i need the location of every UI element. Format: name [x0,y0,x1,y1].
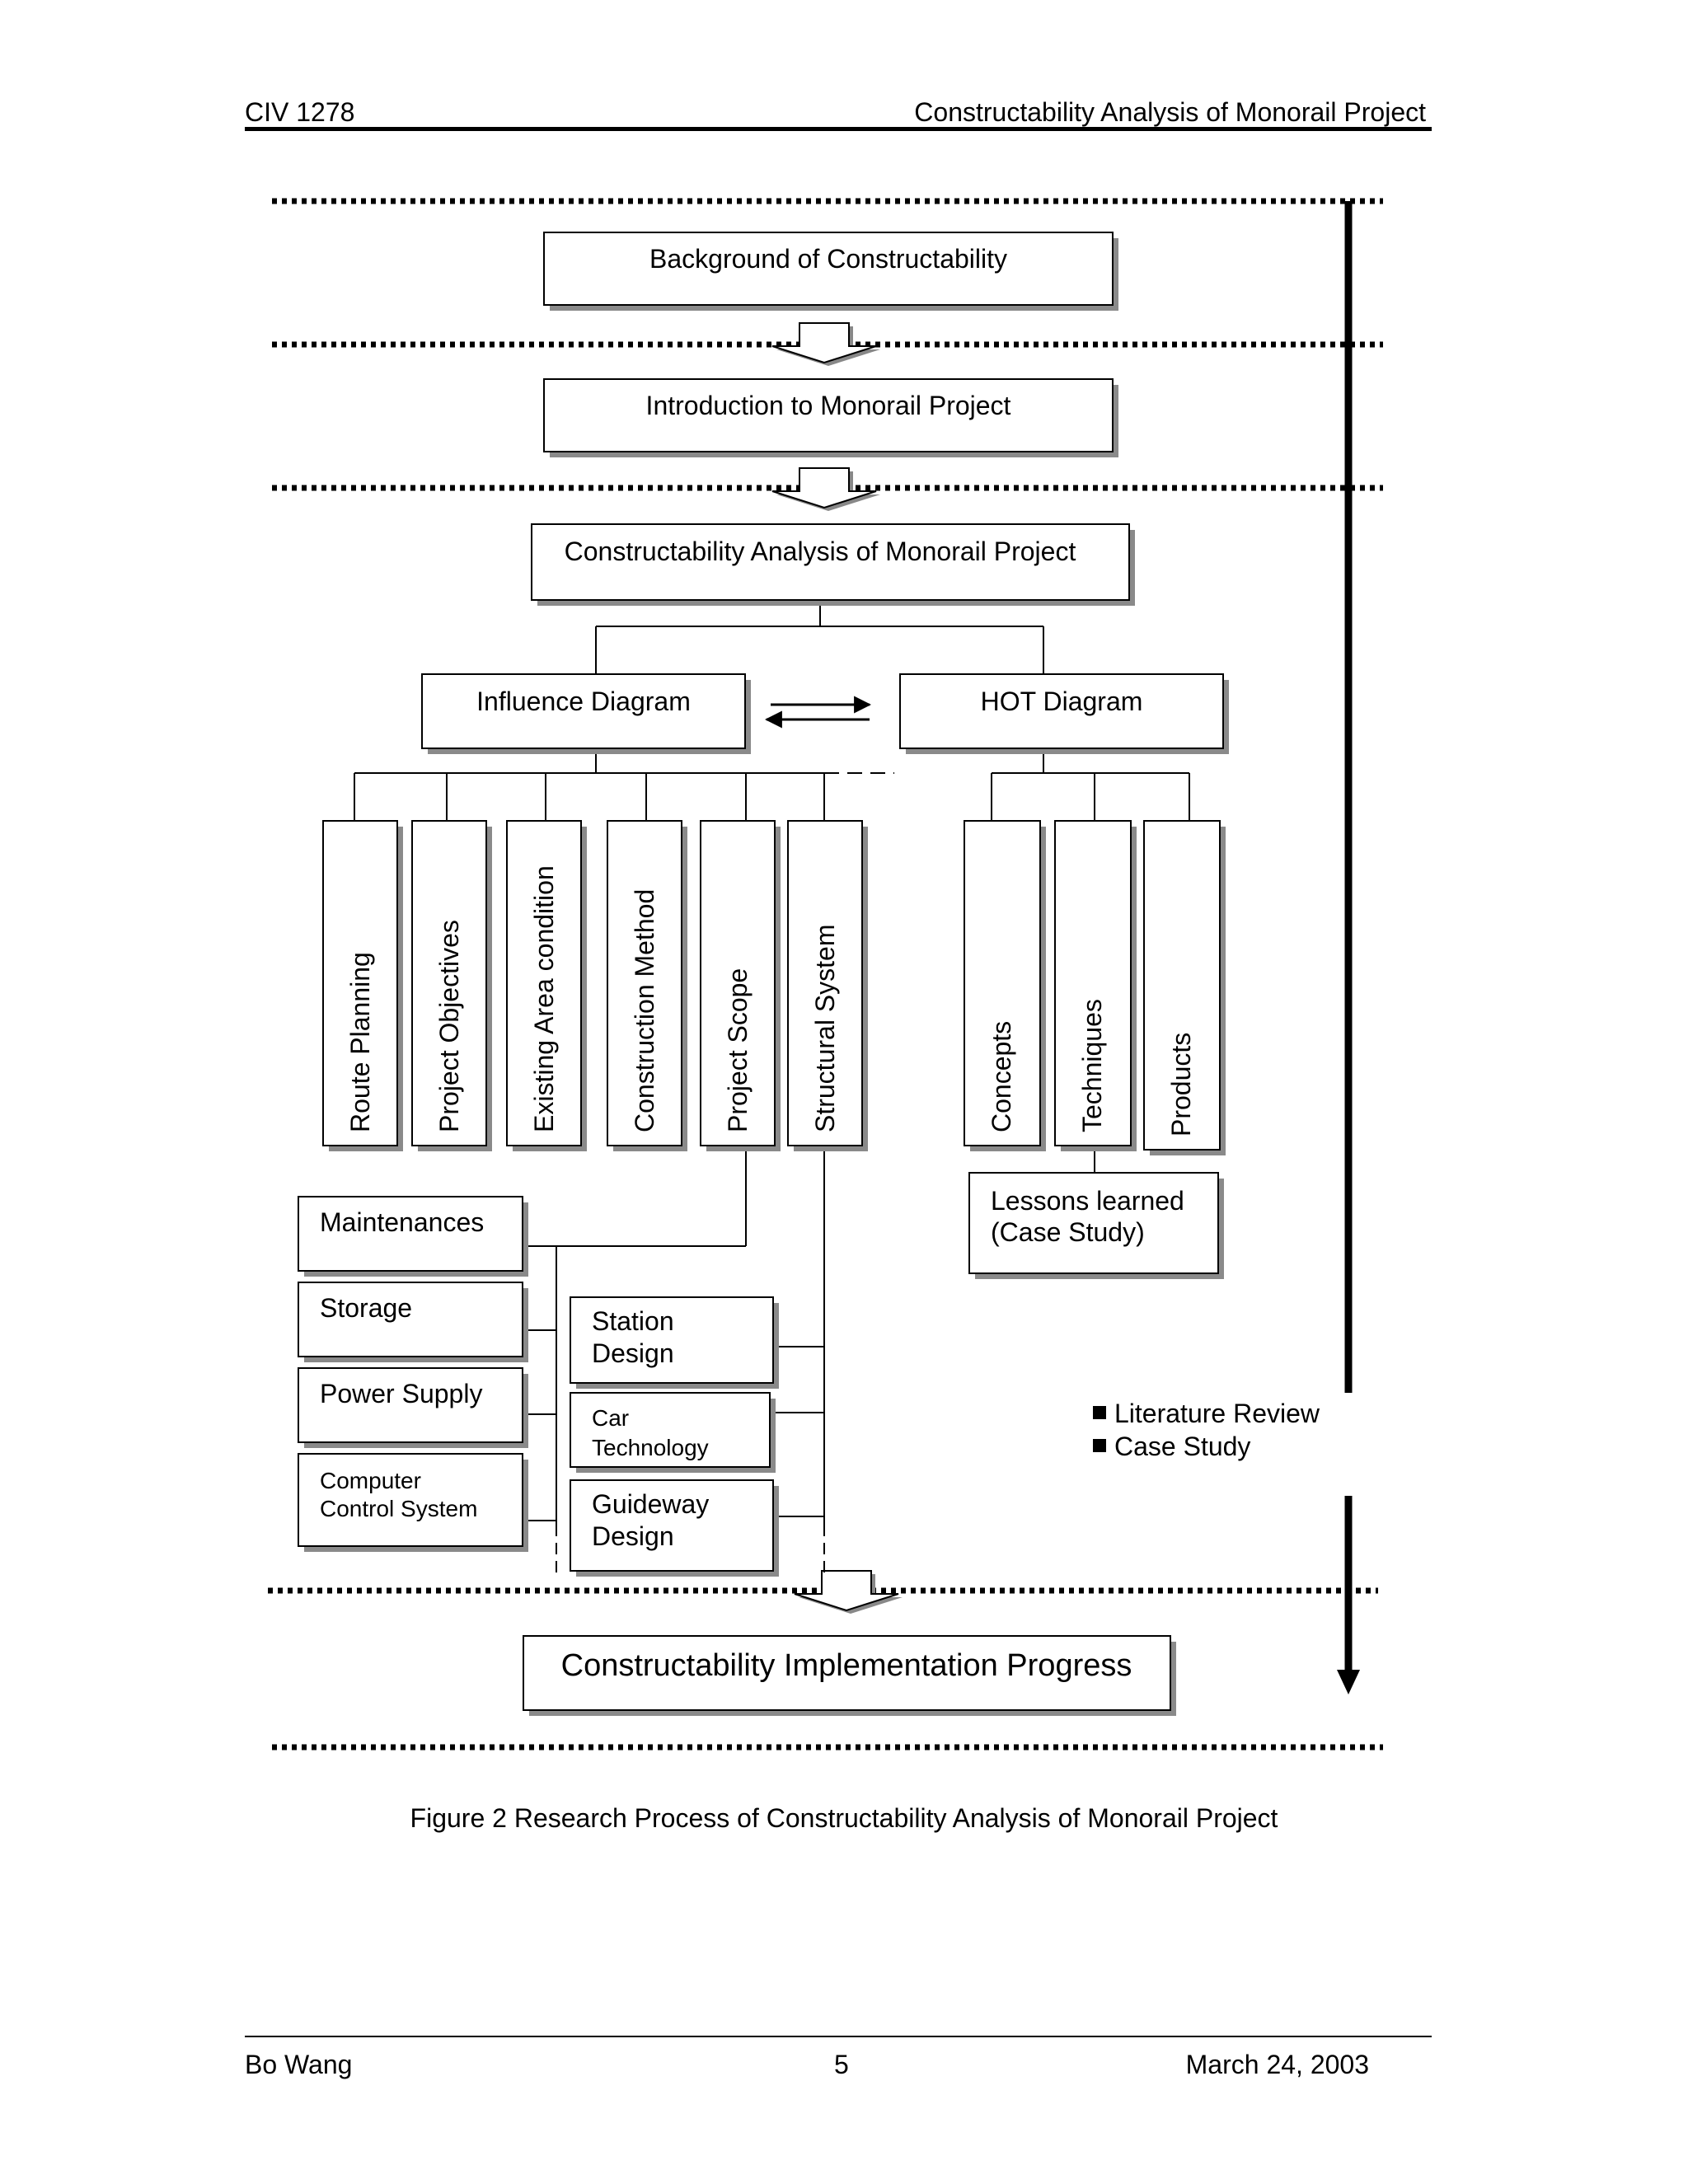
hot-component-label: Techniques [1077,999,1107,1132]
introduction-label: Introduction to Monorail Project [646,391,1011,420]
project-scope-item-box: Storage [298,1282,528,1362]
analysis-box: Constructability Analysis of Monorail Pr… [531,523,1135,606]
influence-factor-box: Construction Method [607,820,687,1151]
structural-system-item-label: Design [592,1338,674,1368]
lessons-learned-line: (Case Study) [991,1217,1145,1247]
implementation-box: Constructability Implementation Progress [523,1635,1176,1716]
structural-system-item-label: Car [592,1405,629,1431]
influence-factor-label: Project Objectives [434,920,464,1132]
background-label: Background of Constructability [649,244,1007,274]
legend-bullet-icon [1093,1406,1106,1419]
footer-date: March 24, 2003 [1185,2050,1369,2079]
implementation-label: Constructability Implementation Progress [561,1648,1132,1683]
hot-component-box: Techniques [1054,820,1137,1151]
influence-factor-label: Construction Method [630,889,659,1132]
figure-caption: Figure 2 Research Process of Constructab… [410,1803,1278,1833]
footer-rule [245,2036,1432,2037]
project-scope-item-box: Maintenances [298,1196,528,1277]
background-box: Background of Constructability [543,232,1118,311]
influence-diagram-box: Influence Diagram [421,673,751,754]
down-arrow-icon [771,322,877,364]
project-scope-item-label: Control System [320,1496,477,1521]
analysis-label: Constructability Analysis of Monorail Pr… [565,537,1076,566]
structural-system-item-label: Design [592,1521,674,1551]
influence-factor-box: Project Scope [700,820,781,1151]
influence-factor-box: Project Objectives [411,820,492,1151]
legend-bullet-icon [1093,1439,1106,1452]
hot-diagram-label: HOT Diagram [981,687,1143,716]
introduction-box: Introduction to Monorail Project [543,378,1118,457]
structural-system-item-label: Technology [592,1435,709,1460]
footer-page-number: 5 [834,2050,849,2079]
influence-diagram-label: Influence Diagram [476,687,691,716]
hot-component-box: Products [1143,820,1226,1155]
hot-diagram-box: HOT Diagram [899,673,1229,754]
structural-system-item-label: Guideway [592,1489,709,1519]
influence-factor-box: Existing Area condition [506,820,587,1151]
header-document-title: Constructability Analysis of Monorail Pr… [914,97,1426,127]
structural-system-item-label: Station [592,1306,674,1336]
project-scope-item-label: Maintenances [320,1207,484,1237]
project-scope-item-label: Computer [320,1468,421,1493]
stage-arrows [771,322,903,1614]
project-scope-item-label: Storage [320,1293,412,1323]
header-rule [245,127,1432,131]
influence-factor-label: Project Scope [723,968,753,1132]
influence-factor-label: Structural System [810,924,840,1132]
influence-factor-label: Existing Area condition [529,865,559,1132]
footer-author: Bo Wang [245,2050,353,2079]
connector-lines [354,602,1190,1574]
influence-factor-label: Route Planning [345,952,375,1132]
down-arrow-icon [771,467,877,509]
project-scope-item-box: Power Supply [298,1367,528,1448]
influence-factor-box: Route Planning [322,820,403,1151]
lessons-learned-box: Lessons learned(Case Study) [968,1172,1224,1279]
down-arrow-icon [794,1570,899,1612]
header-course-code: CIV 1278 [245,97,355,127]
hot-component-label: Concepts [987,1021,1016,1132]
influence-factor-box: Structural System [787,820,868,1151]
legend-item: Literature Review [1114,1399,1320,1428]
timeline-arrowhead-icon [1337,1670,1360,1694]
legend-item: Case Study [1114,1432,1250,1461]
project-scope-item-label: Power Supply [320,1379,482,1408]
hot-component-label: Products [1166,1033,1196,1137]
hot-component-box: Concepts [964,820,1046,1151]
lessons-learned-line: Lessons learned [991,1186,1184,1216]
